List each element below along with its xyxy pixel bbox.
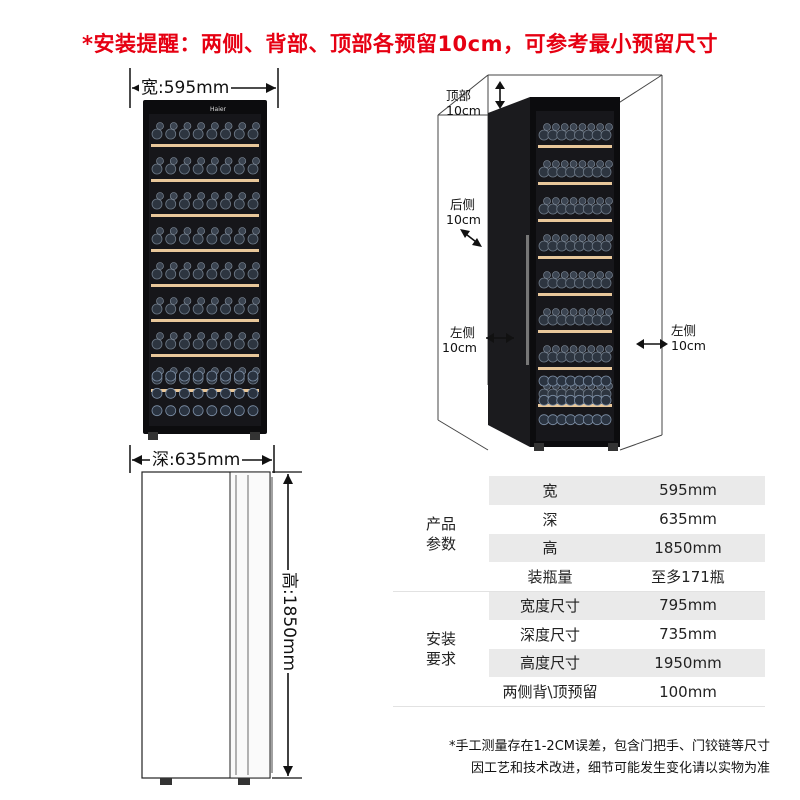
spec-table: 产品 参数 安装 要求 宽 595mm 深 635mm 高 1850mm 装瓶量… [393,476,765,707]
spec-value: 至多171瓶 [651,568,725,587]
clearance-top-value: 10cm [446,103,481,118]
clearance-back-label: 后侧 10cm [446,197,481,227]
spec-key: 宽 [542,481,558,500]
width-label: 宽:595mm [139,73,232,98]
clearance-left-value: 10cm [442,340,477,355]
table-row: 深 635mm [489,505,765,534]
install-label-line2: 要求 [425,649,456,668]
table-row: 高 1850mm [489,533,765,563]
spec-key: 高度尺寸 [519,654,580,673]
table-divider [393,706,765,707]
front-view-drawing: Haier [129,68,279,440]
product-params-label: 产品 参数 [393,476,489,591]
clearance-view [430,55,690,455]
spec-value: 1950mm [654,653,722,672]
side-view [120,445,310,790]
change-note: 因工艺和技术改进，细节可能发生变化请以实物为准 [470,761,770,776]
spec-value: 100mm [659,682,717,701]
clearance-top-label: 顶部 10cm [446,88,481,118]
table-row: 两侧背\顶预留 100mm [489,677,765,706]
product-label-line1: 产品 [425,514,456,533]
spec-value: 795mm [659,596,717,615]
depth-label: 深:635mm [150,445,243,470]
table-row: 宽 595mm [489,476,765,505]
spec-value: 635mm [659,510,717,529]
spec-value: 595mm [659,481,717,500]
side-view-drawing [129,445,302,785]
clearance-back-name: 后侧 [450,197,476,212]
clearance-back-value: 10cm [446,212,481,227]
install-req-label: 安装 要求 [393,591,489,706]
spec-key: 两侧背\顶预留 [502,683,598,702]
spec-key: 深度尺寸 [519,625,580,644]
clearance-right-name: 左侧 [671,323,697,338]
table-row: 装瓶量 至多171瓶 [489,562,765,591]
clearance-left-name: 左侧 [450,325,476,340]
height-label: 高:1850mm [279,570,304,674]
table-row: 深度尺寸 735mm [489,620,765,649]
install-warning: *安装提醒：两侧、背部、顶部各预留10cm，可参考最小预留尺寸 [81,32,719,56]
table-divider [393,591,765,592]
clearance-top-name: 顶部 [446,88,472,103]
spec-key: 深 [542,510,558,529]
front-view: Haier [120,66,290,446]
spec-value: 735mm [659,625,717,644]
cabinet-left-side [488,97,530,447]
table-row: 宽度尺寸 795mm [489,591,765,620]
spec-key: 宽度尺寸 [519,596,580,615]
clearance-right-value: 10cm [671,338,706,353]
clearance-drawing [437,74,668,451]
product-label-line2: 参数 [425,534,456,553]
table-row: 高度尺寸 1950mm [489,648,765,678]
measurement-note: *手工测量存在1-2CM误差，包含门把手、门铰链等尺寸 [448,739,770,754]
brand-logo-text: Haier [210,106,227,113]
clearance-left-label: 左侧 10cm [442,325,477,355]
spec-key: 高 [542,539,558,558]
spec-value: 1850mm [654,538,722,557]
spec-key: 装瓶量 [527,568,573,587]
clearance-right-label: 左侧 10cm [671,323,706,353]
install-label-line1: 安装 [425,629,456,648]
